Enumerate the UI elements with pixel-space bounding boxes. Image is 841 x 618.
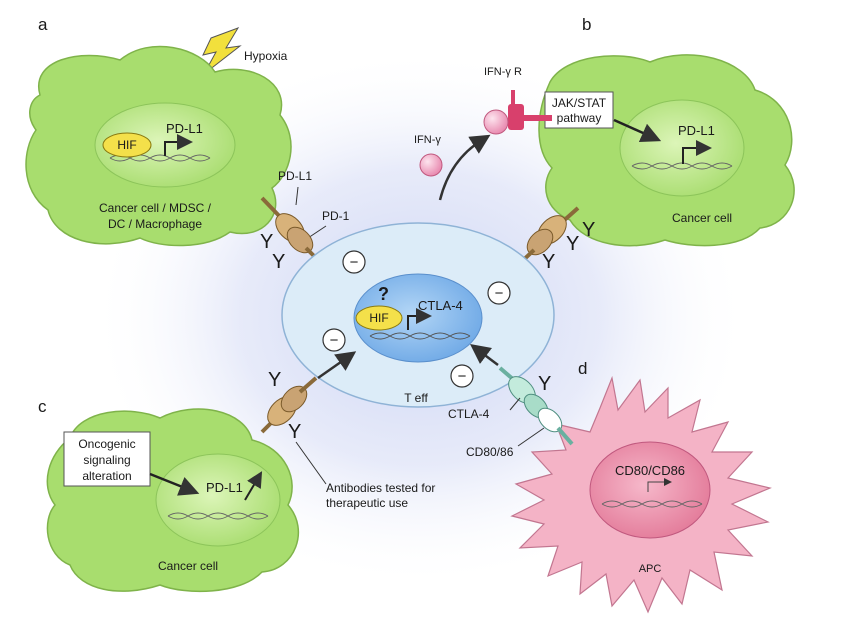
svg-text:−: − [330, 332, 339, 349]
pd1-receptor-label: PD-1 [322, 209, 350, 223]
dna-strand [631, 162, 733, 170]
t-eff-caption: T eff [404, 391, 428, 405]
cell-b-caption: Cancer cell [672, 211, 732, 225]
dna-strand [109, 154, 211, 162]
inhibit-symbol: − [487, 281, 511, 305]
lightning-icon [202, 27, 242, 75]
dna-strand [167, 512, 269, 520]
leader-line [517, 427, 545, 447]
ifng-ball [419, 153, 443, 177]
inhibit-symbol: − [322, 328, 346, 352]
jakstat-label-1: JAK/STAT [552, 96, 607, 110]
oncogenic-box [63, 431, 151, 487]
oncogenic-label-3: alteration [82, 469, 131, 483]
apc-nucleus [589, 441, 711, 539]
gene-label-cd80-cd86: CD80/CD86 [615, 463, 685, 478]
ifng-binding-arrow [438, 134, 491, 201]
hif-protein [102, 132, 152, 158]
question-mark: ? [378, 284, 389, 304]
antibody-icon: Y [566, 233, 579, 255]
transcription-arrow [407, 308, 432, 330]
transcription-arrow [682, 140, 712, 164]
jakstat-box [544, 91, 614, 129]
dna-strand [369, 332, 471, 340]
cell-c-caption: Cancer cell [158, 559, 218, 573]
cell-a-caption-1: Cancer cell / MDSC / [99, 201, 212, 215]
panel-label-d: d [578, 359, 587, 378]
transcription-arrow [164, 134, 193, 156]
antibody-icon: Y [582, 219, 595, 241]
dna-strand [601, 500, 703, 508]
hypoxia-label: Hypoxia [244, 49, 288, 63]
oncogenic-label-2: signaling [83, 453, 130, 467]
cell-a-caption-2: DC / Macrophage [108, 217, 202, 231]
dna-strand [167, 512, 269, 520]
panel-label-b: b [582, 15, 591, 34]
antibody-icon: Y [260, 231, 273, 253]
transcription-arrow [647, 478, 672, 492]
hif-label: HIF [117, 138, 136, 152]
oncogenic-label-1: Oncogenic [78, 437, 135, 451]
receptor-pair-a [260, 196, 324, 266]
leader-line [509, 397, 521, 411]
gene-label-pdl1-a: PD-L1 [166, 121, 203, 136]
leader-line [295, 441, 327, 485]
ctla4-cd8086-pair [498, 366, 574, 446]
antibody-label-1: Antibodies tested for [326, 481, 435, 495]
apc-caption: APC [639, 563, 662, 575]
antibody-label-2: therapeutic use [326, 496, 408, 510]
svg-text:−: − [458, 368, 467, 385]
inhibition-arrow [470, 344, 499, 366]
pathway-arrow [613, 118, 662, 143]
transcription-arrow [244, 471, 263, 501]
inhibit-symbol: − [450, 364, 474, 388]
cd8086-receptor-label: CD80/86 [466, 445, 514, 459]
jakstat-label-2: pathway [557, 111, 602, 125]
receptor-pair-c [260, 376, 318, 434]
gene-label-ctla4: CTLA-4 [418, 298, 463, 313]
ctla4-receptor-label: CTLA-4 [448, 407, 490, 421]
svg-text:−: − [350, 254, 359, 271]
antibody-icon: Y [538, 373, 551, 395]
inhibit-symbol: − [342, 250, 366, 274]
svg-text:−: − [495, 285, 504, 302]
dna-strand [601, 500, 703, 508]
hif-label-tcell: HIF [369, 311, 388, 325]
ifng-receptor [508, 90, 552, 130]
inhibition-arrow [317, 351, 357, 380]
ifng-receptor-label: IFN-γ R [484, 66, 522, 78]
antibody-icon: Y [288, 421, 301, 443]
pdl1-receptor-label-a: PD-L1 [278, 169, 312, 183]
leader-line [295, 186, 299, 206]
cancer-cell-c-nucleus [155, 453, 281, 547]
antibody-icon: Y [268, 369, 281, 391]
antibody-icon: Y [272, 251, 285, 273]
receptor-pair-b [516, 206, 580, 267]
panel-label-a: a [38, 15, 48, 34]
ifng-ball-bound [483, 109, 509, 135]
gene-label-pdl1-b: PD-L1 [678, 123, 715, 138]
dna-strand [369, 332, 471, 340]
hif-protein [355, 305, 403, 331]
panel-label-c: c [38, 397, 47, 416]
antibody-icon: Y [542, 251, 555, 273]
signaling-arrow [149, 472, 200, 496]
ifng-label: IFN-γ [414, 134, 441, 146]
gene-label-pdl1-c: PD-L1 [206, 480, 243, 495]
